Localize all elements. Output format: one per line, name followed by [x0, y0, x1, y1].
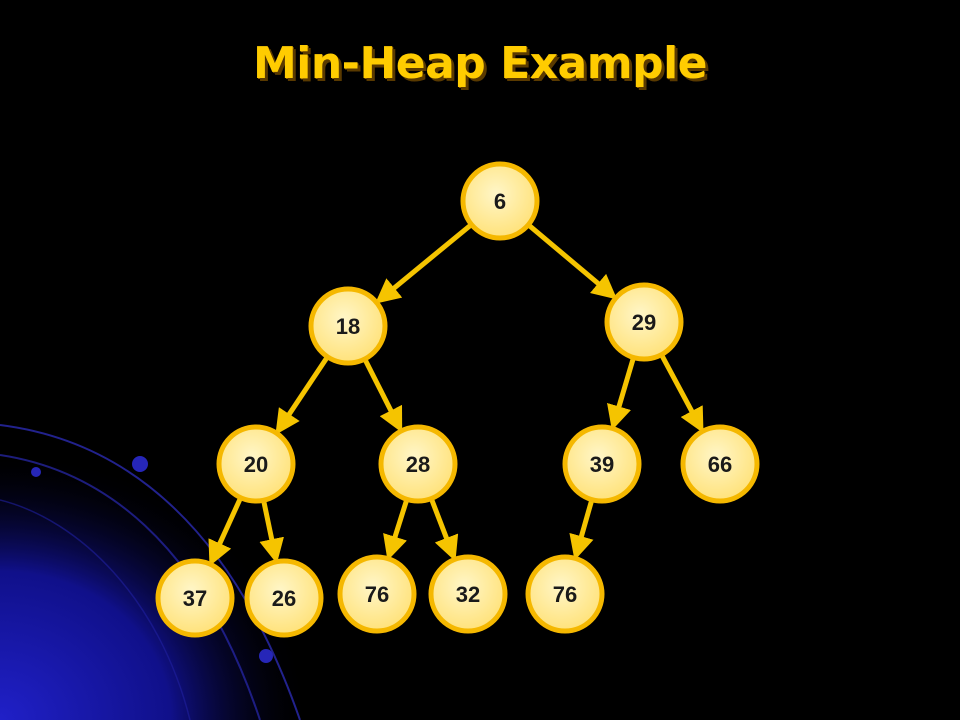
heap-node-value: 18 [336, 314, 360, 339]
heap-node-value: 76 [553, 582, 577, 607]
heap-edge [363, 359, 403, 433]
heap-node-value: 26 [272, 586, 296, 611]
heap-node: 29 [604, 282, 684, 362]
heap-node-circle [680, 424, 760, 504]
heap-node-value: 37 [183, 586, 207, 611]
heap-node-value: 39 [590, 452, 614, 477]
nodes-layer: 6 18 29 20 28 39 66 37 26 76 32 76 [155, 161, 760, 638]
heap-node-circle [562, 424, 642, 504]
heap-node-value: 6 [494, 189, 506, 214]
heap-edge [607, 358, 636, 431]
heap-node-circle [428, 554, 508, 634]
heap-node-circle [244, 558, 324, 638]
heap-node-circle [525, 554, 605, 634]
heap-node: 18 [308, 286, 388, 366]
heap-node: 28 [378, 424, 458, 504]
heap-node: 66 [680, 424, 760, 504]
heap-node-circle [308, 286, 388, 366]
heap-edge [208, 498, 243, 567]
heap-edge [383, 500, 409, 561]
heap-node: 37 [155, 558, 235, 638]
heap-edge [429, 499, 459, 562]
heap-node-circle [155, 558, 235, 638]
edges-layer [208, 223, 704, 567]
heap-edge [569, 500, 594, 561]
heap-node-circle [378, 424, 458, 504]
heap-edge [259, 501, 284, 564]
heap-node: 76 [337, 554, 417, 634]
heap-node-circle [216, 424, 296, 504]
heap-node-circle [604, 282, 684, 362]
slide-title: Min-Heap Example [252, 38, 708, 89]
heap-node: 26 [244, 558, 324, 638]
heap-edge [660, 355, 704, 434]
heap-node-circle [337, 554, 417, 634]
heap-node-value: 29 [632, 310, 656, 335]
heap-node: 32 [428, 554, 508, 634]
heap-edge [375, 223, 472, 304]
heap-node-value: 32 [456, 582, 480, 607]
heap-edge [528, 224, 618, 300]
heap-node: 39 [562, 424, 642, 504]
heap-edge [275, 357, 329, 435]
heap-node-value: 76 [365, 582, 389, 607]
heap-node-value: 20 [244, 452, 268, 477]
heap-node-value: 28 [406, 452, 430, 477]
heap-node-circle [460, 161, 540, 241]
heap-node-value: 66 [708, 452, 732, 477]
heap-node: 6 [460, 161, 540, 241]
heap-node: 20 [216, 424, 296, 504]
heap-node: 76 [525, 554, 605, 634]
